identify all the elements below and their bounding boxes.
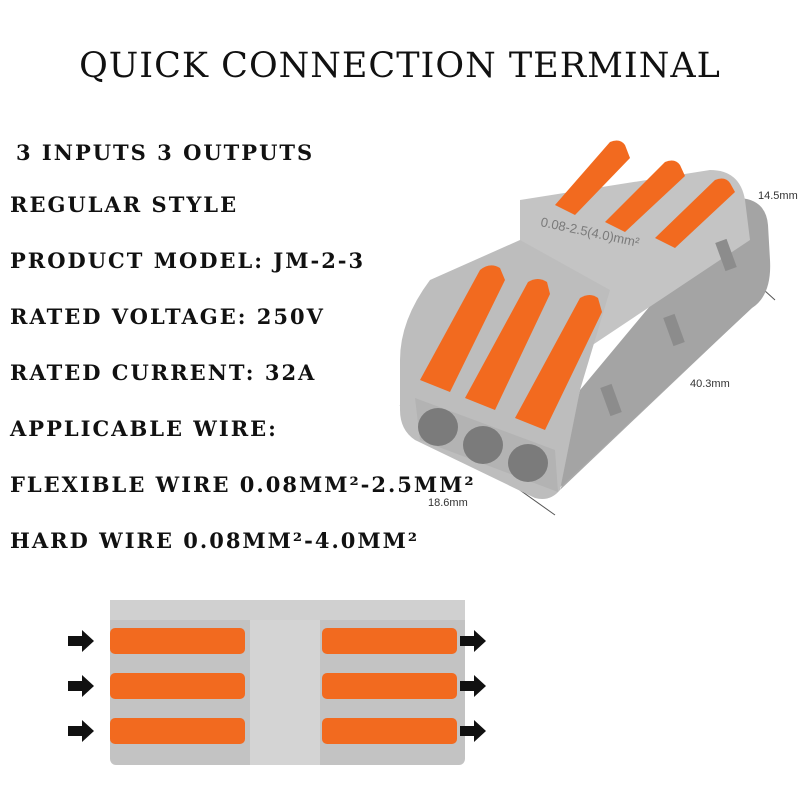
arrow-right-icon bbox=[68, 675, 94, 697]
lever-left bbox=[110, 718, 245, 744]
connector-top-view bbox=[68, 600, 486, 765]
wire-hole bbox=[418, 408, 458, 446]
lever-rear bbox=[605, 160, 685, 232]
spec-wire-heading: APPLICABLE WIRE: bbox=[10, 416, 278, 441]
connector-iso-illustration: 0.08-2.5(4.0)mm² bbox=[399, 140, 776, 516]
wire-hole bbox=[508, 444, 548, 482]
lever-rear bbox=[555, 140, 630, 215]
lever-front bbox=[515, 295, 602, 430]
arrow-right-icon bbox=[68, 630, 94, 652]
arrow-right-icon bbox=[460, 720, 486, 742]
lever-front bbox=[420, 265, 505, 392]
spec-model: PRODUCT MODEL: JM-2-3 bbox=[10, 248, 366, 273]
lever-rear bbox=[655, 178, 735, 248]
lever-right bbox=[322, 718, 457, 744]
arrow-right-icon bbox=[460, 630, 486, 652]
arrow-right-icon bbox=[68, 720, 94, 742]
spec-voltage: RATED VOLTAGE: 250V bbox=[10, 304, 325, 329]
dimension-height: 14.5mm bbox=[758, 190, 798, 202]
spec-inputs-outputs: 3 INPUTS 3 OUTPUTS bbox=[16, 140, 315, 165]
spec-current: RATED CURRENT: 32A bbox=[10, 360, 317, 385]
lever-front bbox=[465, 279, 550, 410]
spec-flexible-wire: FLEXIBLE WIRE 0.08MM²-2.5MM² bbox=[10, 472, 476, 497]
page-title: QUICK CONNECTION TERMINAL bbox=[79, 46, 721, 86]
dimension-width: 18.6mm bbox=[428, 497, 468, 509]
lever-right bbox=[322, 673, 457, 699]
lever-left bbox=[110, 673, 245, 699]
arrow-right-icon bbox=[460, 675, 486, 697]
dimension-length: 40.3mm bbox=[690, 378, 730, 390]
spec-style: REGULAR STYLE bbox=[10, 192, 239, 217]
spec-hard-wire: HARD WIRE 0.08MM²-4.0MM² bbox=[10, 528, 420, 553]
lever-right bbox=[322, 628, 457, 654]
lever-left bbox=[110, 628, 245, 654]
wire-hole bbox=[463, 426, 503, 464]
